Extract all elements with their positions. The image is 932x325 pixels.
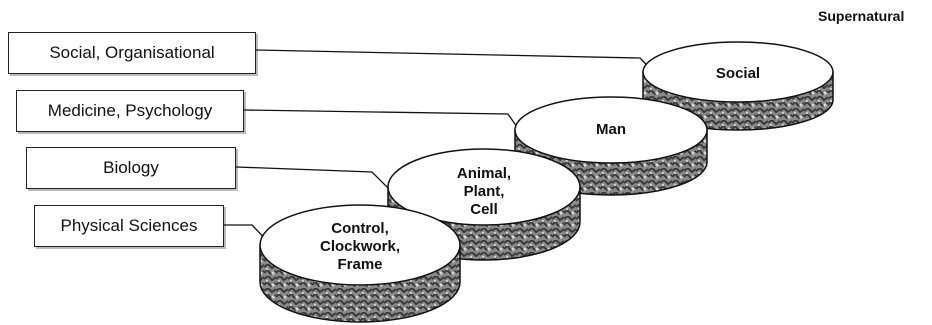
- disc-text-man: Man: [596, 121, 626, 138]
- disc-control-clockwork-frame: Control, Clockwork, Frame: [260, 205, 460, 322]
- connector-social: [256, 50, 665, 84]
- disc-text-clockwork: Clockwork,: [320, 238, 400, 255]
- disc-text-animal: Animal,: [457, 165, 511, 182]
- disc-text-social: Social: [716, 65, 760, 82]
- connector-man: [244, 110, 526, 140]
- disc-text-cell: Cell: [470, 201, 498, 218]
- connector-animal: [236, 167, 396, 196]
- disc-text-control: Control,: [331, 220, 389, 237]
- disc-text-frame: Frame: [337, 256, 382, 273]
- disc-text-plant: Plant,: [464, 183, 505, 200]
